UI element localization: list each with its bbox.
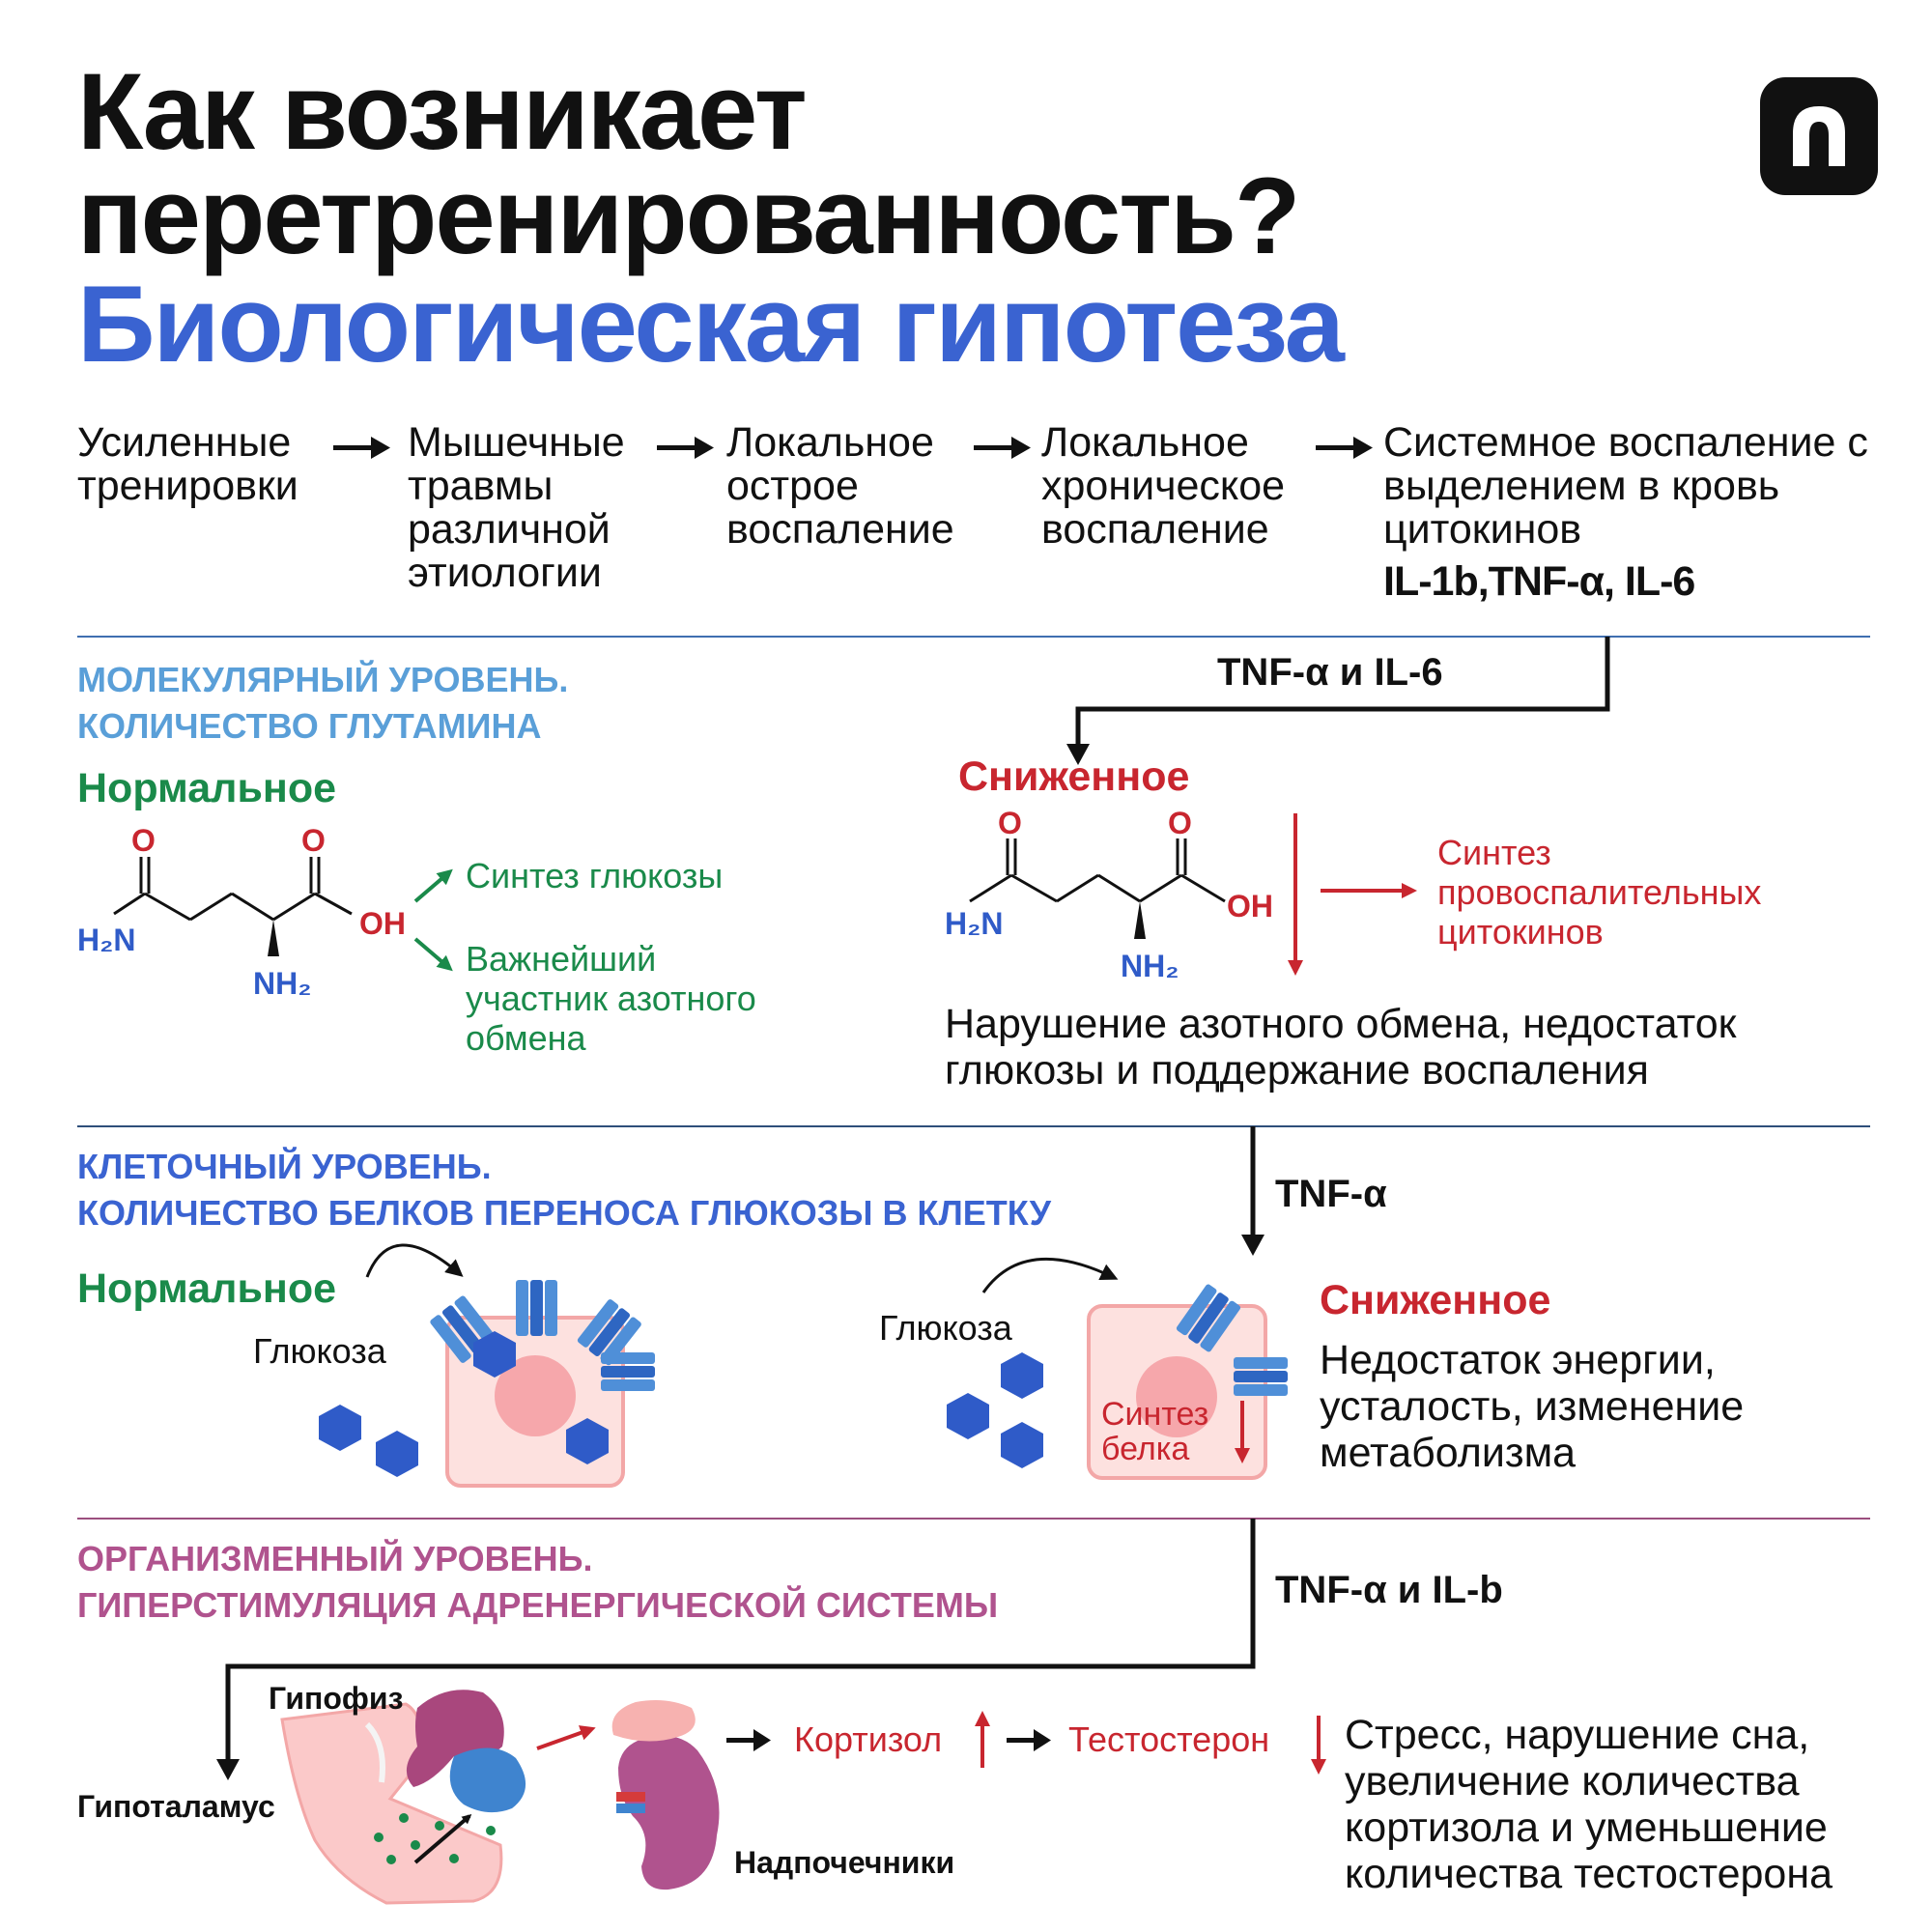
connector-arrow-organism: [225, 1519, 1256, 1761]
flow-step-acute-inflammation: Локальное острое воспаление: [726, 419, 954, 553]
glucose-hexagon-icon: [319, 1405, 361, 1451]
atom-o: O: [131, 823, 156, 858]
stereo-wedge: [268, 920, 279, 956]
pituitary-label: Гипофиз: [269, 1681, 404, 1716]
glucose-label-normal: Глюкоза: [253, 1331, 386, 1371]
connector-arrow-molecular: [1075, 637, 1610, 746]
organism-trigger-label: TNF-α и IL-b: [1275, 1569, 1503, 1611]
glut-transporter-icon: [601, 1352, 655, 1391]
arrow-right-icon: [1007, 1729, 1051, 1751]
cellular-header-line1: КЛЕТОЧНЫЙ УРОВЕНЬ.: [77, 1147, 492, 1186]
page-subtitle: Биологическая гипотеза: [77, 264, 1345, 384]
molecular-trigger-label: TNF-α и IL-6: [1217, 651, 1443, 694]
cytokines-list: IL-1b,TNF-α, IL-6: [1383, 558, 1695, 605]
flow-step-systemic-inflammation: Системное воспаление с выделением в кров…: [1383, 419, 1868, 553]
stereo-wedge: [1134, 901, 1146, 939]
glut-transporter-icon: [1234, 1357, 1288, 1396]
cortisol-label: Кортизол: [794, 1719, 943, 1759]
cellular-level-header: КЛЕТОЧНЫЙ УРОВЕНЬ. КОЛИЧЕСТВО БЕЛКОВ ПЕР…: [77, 1144, 1051, 1236]
glucose-label-reduced: Глюкоза: [879, 1308, 1012, 1348]
atom-h2n: H₂N: [945, 906, 1004, 941]
protein-synthesis-label: Синтез белка: [1101, 1396, 1209, 1467]
flow-step-training: Усиленные тренировки: [77, 419, 298, 509]
glucose-synthesis-effect: Синтез глюкозы: [466, 856, 724, 895]
glucose-hexagon-icon: [1001, 1422, 1043, 1468]
glut-transporter-icon: [430, 1295, 496, 1363]
atom-o: O: [301, 823, 326, 858]
arrow-right-icon: [1316, 437, 1373, 459]
cell-reduced: [981, 1258, 1267, 1480]
atom-o: O: [1168, 806, 1192, 840]
arrow-right-icon: [726, 1729, 771, 1751]
glut-transporter-icon: [516, 1280, 557, 1336]
molecular-header-line2: КОЛИЧЕСТВО ГЛУТАМИНА: [77, 706, 542, 746]
flow-step-chronic-inflammation: Локальное хроническое воспаление: [1041, 419, 1286, 553]
glucose-hexagon-icon: [376, 1431, 418, 1477]
page-title: Как возникает перетренированность?: [77, 51, 1300, 276]
glucose-hexagon-icon: [566, 1418, 609, 1464]
transport-reduced-label: Сниженное: [1320, 1277, 1551, 1323]
atom-h2n: H₂N: [77, 923, 136, 957]
hypothalamus-label: Гипоталамус: [77, 1789, 275, 1824]
atom-o: O: [998, 806, 1022, 840]
transport-normal-label: Нормальное: [77, 1265, 337, 1312]
testosterone-label: Тестостерон: [1068, 1719, 1270, 1759]
glut-transporter-icon: [1176, 1284, 1241, 1352]
proinflammatory-cytokines-effect: Синтез провоспалительных цитокинов: [1437, 833, 1762, 952]
brand-logo-icon: [1760, 77, 1878, 195]
brain-icon: [280, 1690, 526, 1905]
glutamine-normal-label: Нормальное: [77, 765, 337, 811]
kidney-icon: [611, 1700, 720, 1890]
arrow-right-icon: [974, 437, 1031, 459]
flow-step-muscle-injury: Мышечные травмы различной этиологии: [408, 419, 625, 596]
cellular-consequence: Недостаток энергии, усталость, изменение…: [1320, 1337, 1745, 1476]
nitrogen-exchange-effect: Важнейший участник азотного обмена: [466, 939, 756, 1058]
arrow-right-icon: [657, 437, 714, 459]
glutamine-reduced-label: Сниженное: [958, 753, 1190, 800]
glucose-hexagon-icon: [1001, 1352, 1043, 1399]
glutamine-molecule-normal: [113, 857, 353, 922]
glucose-hexagon-icon: [947, 1393, 989, 1439]
organism-header-line1: ОРГАНИЗМЕННЫЙ УРОВЕНЬ.: [77, 1539, 593, 1578]
organism-level-header: ОРГАНИЗМЕННЫЙ УРОВЕНЬ. ГИПЕРСТИМУЛЯЦИЯ А…: [77, 1536, 998, 1629]
atom-nh2: NH₂: [1121, 949, 1179, 983]
atom-oh: OH: [359, 906, 406, 941]
glucose-hexagon-icon: [473, 1331, 516, 1378]
molecular-consequence: Нарушение азотного обмена, недостаток гл…: [945, 1001, 1737, 1094]
cellular-header-line2: КОЛИЧЕСТВО БЕЛКОВ ПЕРЕНОСА ГЛЮКОЗЫ В КЛЕ…: [77, 1193, 1052, 1233]
glutamine-molecule-reduced: [969, 838, 1226, 903]
organism-consequence: Стресс, нарушение сна, увеличение количе…: [1345, 1712, 1833, 1897]
organism-header-line2: ГИПЕРСТИМУЛЯЦИЯ АДРЕНЕРГИЧЕСКОЙ СИСТЕМЫ: [77, 1585, 999, 1625]
arrow-right-icon: [333, 437, 390, 459]
molecular-header-line1: МОЛЕКУЛЯРНЫЙ УРОВЕНЬ.: [77, 660, 569, 699]
atom-nh2: NH₂: [253, 966, 312, 1001]
adrenals-label: Надпочечники: [734, 1845, 955, 1880]
cellular-trigger-label: TNF-α: [1275, 1173, 1387, 1215]
molecular-level-header: МОЛЕКУЛЯРНЫЙ УРОВЕНЬ. КОЛИЧЕСТВО ГЛУТАМИ…: [77, 657, 568, 750]
atom-oh: OH: [1227, 889, 1273, 923]
